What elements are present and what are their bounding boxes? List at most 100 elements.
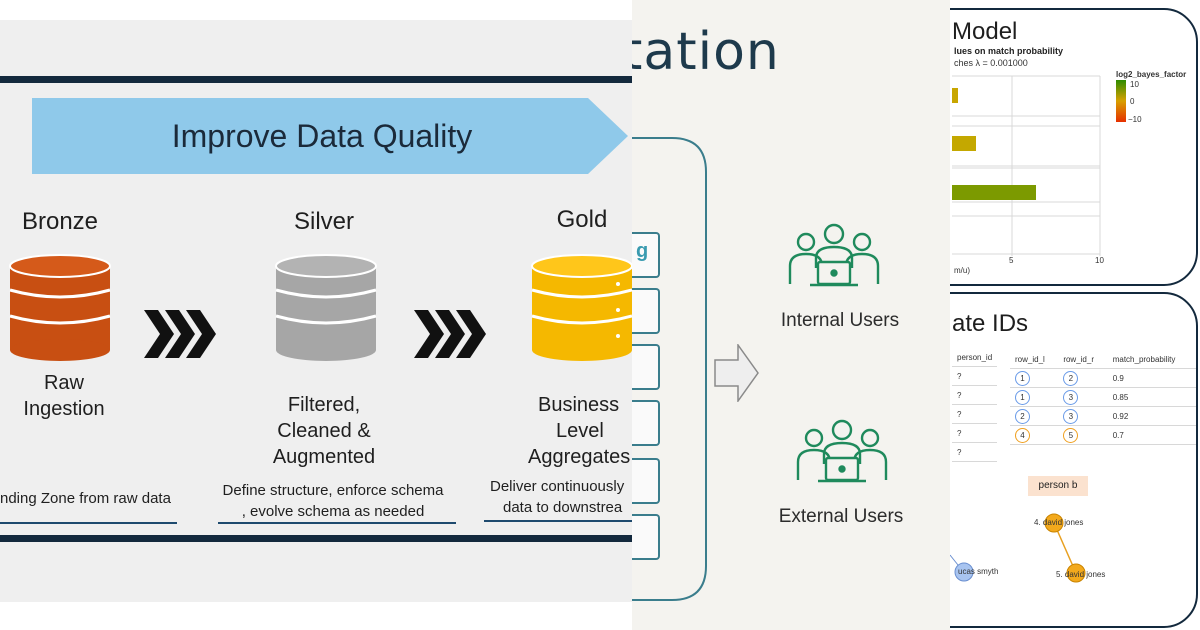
silver-note-line1: Define structure, enforce schema	[222, 482, 444, 499]
bronze-desc-line1: Raw	[43, 372, 84, 394]
medallion-architecture-slide: Improve Data Quality Bronze Raw Ingestio…	[0, 20, 632, 602]
table-header: row_id_l	[1010, 350, 1059, 369]
gold-desc-line1: Business	[538, 394, 620, 416]
x-tick-label: 5	[1009, 256, 1014, 265]
table-cell: ?	[952, 404, 998, 424]
silver-desc-line1: Filtered,	[287, 394, 361, 416]
external-users-label: External Users	[778, 506, 904, 527]
model-card	[950, 8, 1198, 286]
chevrons-icon	[144, 310, 216, 358]
table-header: match_probability	[1107, 350, 1196, 369]
bronze-note: nding Zone from raw data	[0, 490, 171, 507]
bronze-desc-line2: Ingestion	[23, 398, 105, 420]
legend-tick: −10	[1128, 115, 1142, 124]
gold-description: Business Level Aggregates	[528, 392, 632, 470]
banner-label: Improve Data Quality	[171, 118, 473, 154]
x-axis-label: m/u)	[954, 266, 970, 275]
bottom-divider	[0, 535, 632, 542]
row-id-node: 2	[1063, 370, 1079, 386]
probability-cell: 0.85	[1107, 387, 1196, 407]
users-group-icon	[796, 419, 888, 483]
probability-cell: 0.9	[1107, 368, 1196, 388]
bar	[952, 185, 1036, 200]
bronze-title: Bronze	[21, 208, 99, 235]
pairwise-predictions-table: row_id_l row_id_r match_probability 1 2 …	[1010, 350, 1196, 445]
bar	[952, 136, 976, 151]
waterfall-chart	[952, 75, 1101, 256]
silver-database-icon	[275, 254, 377, 361]
chevrons-icon	[414, 310, 486, 358]
table-header: row_id_r	[1058, 350, 1108, 369]
bar	[952, 88, 958, 103]
silver-description: Filtered, Cleaned & Augmented	[244, 392, 404, 470]
model-card-title: Model	[952, 18, 1018, 45]
gold-note: Deliver continuously data to downstrea	[490, 476, 632, 518]
silver-title: Silver	[293, 208, 354, 235]
table-header: person_id	[952, 348, 998, 367]
model-chart-subtitle: lues on match probability	[954, 46, 1064, 56]
row-id-node: 3	[1063, 408, 1079, 424]
node-label: 4. david jones	[1034, 518, 1084, 527]
row-id-node: 5	[1063, 427, 1079, 443]
cluster-graph	[950, 513, 1086, 583]
source-box	[632, 344, 660, 390]
silver-underline	[218, 522, 456, 524]
row-id-node: 3	[1063, 389, 1079, 405]
source-box	[632, 400, 660, 446]
silver-desc-line2: Cleaned &	[277, 420, 371, 442]
legend-tick: 0	[1130, 97, 1135, 106]
legend-title: log2_bayes_factor	[1116, 70, 1187, 79]
bracket-container	[632, 137, 707, 601]
silver-note: Define structure, enforce schema , evolv…	[208, 480, 458, 522]
table-row: 4 5 0.7	[1010, 425, 1196, 445]
table-cell: ?	[952, 366, 998, 386]
source-box: g	[632, 232, 660, 278]
top-divider	[0, 76, 632, 83]
table-row: 1 3 0.85	[1010, 387, 1196, 407]
source-box	[632, 514, 660, 560]
bronze-underline	[0, 522, 177, 524]
silver-note-line2: , evolve schema as needed	[241, 503, 425, 520]
row-id-node: 1	[1015, 389, 1030, 405]
x-tick-label: 10	[1095, 256, 1104, 265]
bronze-description: Raw Ingestion	[0, 370, 128, 422]
model-chart-subtitle2: ches λ = 0.001000	[954, 58, 1028, 68]
node-label: 5. david jones	[1056, 570, 1106, 579]
ids-card-title: ate IDs	[952, 310, 1029, 337]
row-id-node: 4	[1015, 427, 1030, 443]
source-box-label: g	[636, 240, 649, 262]
entity-resolution-slide: Model lues on match probability ches λ =…	[950, 0, 1200, 630]
source-box	[632, 288, 660, 334]
source-box	[632, 458, 660, 504]
legend-tick: 10	[1130, 80, 1139, 89]
person-b-label: person b	[1028, 476, 1088, 496]
person-id-table: person_id ? ? ? ? ?	[952, 348, 998, 462]
slide-title: tation	[632, 22, 780, 82]
gold-note-line2: data to downstrea	[503, 499, 623, 516]
bronze-database-icon	[9, 254, 111, 361]
row-id-node: 2	[1015, 408, 1030, 424]
right-arrow-icon	[714, 344, 759, 402]
probability-cell: 0.92	[1107, 406, 1196, 426]
quality-arrow-banner	[32, 98, 628, 174]
internal-users-label: Internal Users	[780, 310, 900, 331]
node	[1066, 563, 1086, 583]
gold-desc-line2: Level	[556, 420, 604, 442]
gold-underline	[484, 520, 632, 522]
node-label: ucas smyth	[958, 567, 999, 576]
silver-desc-line3: Augmented	[272, 446, 376, 468]
gold-title: Gold	[556, 206, 608, 233]
gold-desc-line3: Aggregates	[528, 446, 631, 468]
row-id-node: 1	[1015, 370, 1030, 386]
table-cell: ?	[952, 442, 998, 462]
users-group-icon	[788, 223, 880, 287]
gold-database-icon	[531, 254, 632, 361]
color-legend-gradient	[1116, 80, 1126, 122]
gold-note-line1: Deliver continuously	[490, 478, 625, 495]
table-row: 1 2 0.9	[1010, 368, 1196, 388]
node	[954, 562, 974, 582]
probability-cell: 0.7	[1107, 425, 1196, 445]
consumption-slide: tation g Internal Users	[632, 0, 950, 630]
table-cell: ?	[952, 385, 998, 405]
table-cell: ?	[952, 423, 998, 443]
